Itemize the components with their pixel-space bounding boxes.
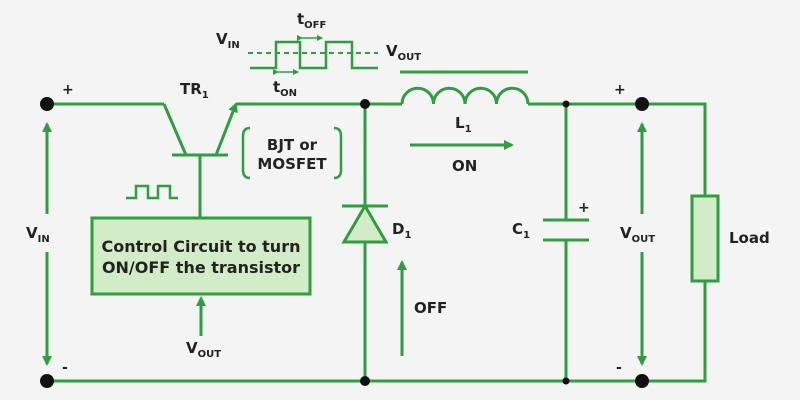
plus-right: + — [614, 82, 626, 98]
d1-label: D1 — [392, 220, 411, 241]
vin-wave-label: VIN — [216, 30, 240, 51]
tr1-label: TR1 — [180, 80, 209, 101]
minus-left: - — [62, 360, 68, 376]
control-circuit-line2: ON/OFF the transistor — [102, 258, 300, 277]
load-label: Load — [729, 229, 770, 247]
toff-label: tOFF — [297, 10, 326, 31]
junction-cap-top — [562, 100, 570, 108]
diode-d1 — [341, 203, 389, 244]
terminal-in-plus — [40, 97, 54, 111]
vin-main-label: VIN — [26, 224, 50, 245]
cap-plus: + — [578, 200, 590, 216]
vout-top-label: VOUT — [386, 42, 421, 63]
inductor-l1 — [400, 70, 530, 105]
terminal-out-plus — [635, 97, 649, 111]
on-label: ON — [452, 157, 477, 175]
nodes — [40, 97, 649, 388]
load-top-lead — [642, 102, 707, 196]
off-label: OFF — [414, 299, 447, 317]
voltage-arrows — [42, 122, 647, 366]
control-circuit-line1: Control Circuit to turn — [102, 237, 301, 256]
terminal-in-minus — [40, 374, 54, 388]
load-bottom-lead — [642, 281, 707, 383]
bjt-label-line1: BJT or — [267, 136, 318, 154]
terminal-out-minus — [635, 374, 649, 388]
l1-label: L1 — [455, 114, 472, 135]
bjt-bracket — [241, 126, 343, 180]
ton-label: tON — [273, 78, 297, 99]
vout-bottom-label: VOUT — [186, 339, 221, 360]
junction-cap-bottom — [562, 377, 570, 385]
minus-right: - — [616, 360, 622, 376]
plus-left: + — [62, 82, 74, 98]
timing-waveform — [248, 35, 378, 75]
base-pulse-waveform — [126, 184, 178, 200]
control-circuit-box — [90, 216, 312, 296]
vout-right-label: VOUT — [620, 224, 655, 245]
capacitor-c1 — [543, 218, 589, 242]
transistor-tr1 — [162, 102, 238, 157]
junction-diode-top — [360, 99, 370, 109]
c1-label: C1 — [512, 220, 530, 241]
load-resistor — [690, 194, 720, 283]
junction-diode-bottom — [360, 376, 370, 386]
bjt-label-line2: MOSFET — [257, 155, 327, 173]
